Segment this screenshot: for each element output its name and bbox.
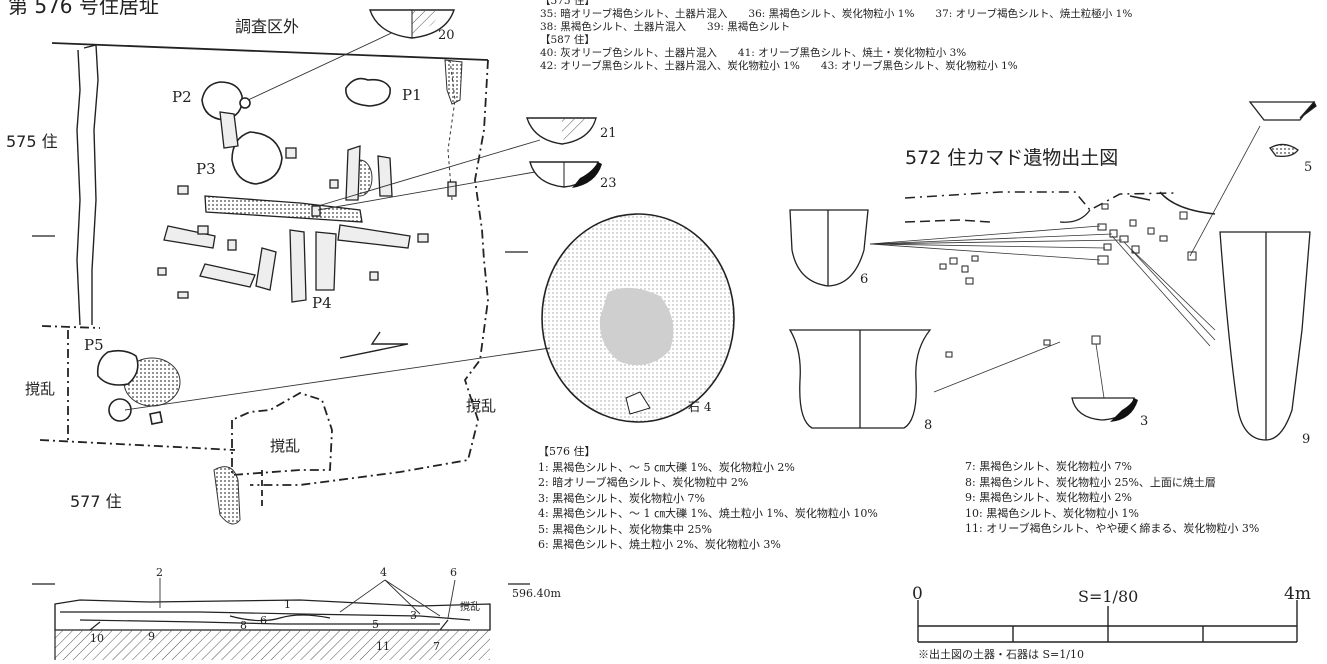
burnt-soil-patch: [444, 59, 463, 105]
adjacent-dwelling-577: 577 住: [70, 492, 122, 511]
wall-west: [76, 44, 99, 326]
layer-label: 7: [433, 640, 440, 653]
kamado-title: 572 住カマド遺物出土図: [905, 147, 1119, 169]
legend-576-line: 3: 黒褐色シルト、炭化物粒小 7%: [538, 491, 705, 505]
artifact-20-spot: [239, 97, 251, 109]
wall-east-dash: [250, 59, 489, 486]
pit-label-p3: P3: [196, 160, 216, 178]
disturbed-label-right: 撹乱: [466, 397, 497, 415]
layer-label: 11: [376, 640, 390, 653]
legend-576-heading: 【576 住】: [538, 445, 596, 458]
legend-576-line: 9: 黒褐色シルト、炭化物粒小 2%: [965, 491, 1132, 504]
layer-label: 5: [372, 618, 379, 631]
pit-p5: [96, 349, 139, 386]
notes-587-line: 40: 灰オリーブ色シルト、土器片混入 41: オリーブ黒色シルト、焼土・炭化物…: [540, 47, 967, 59]
legend-576-line: 7: 黒褐色シルト、炭化物粒小 7%: [965, 460, 1132, 473]
layer-label: 2: [156, 566, 163, 579]
pit-p3: [231, 131, 283, 185]
artifact-label-5: 5: [1304, 160, 1313, 175]
legend-576-line: 1: 黒褐色シルト、～ 5 ㎝大礫 1%、炭化物粒小 2%: [538, 460, 795, 474]
layer-label: 10: [90, 632, 104, 645]
pit-label-p4: P4: [312, 294, 332, 312]
legend-576-line: 2: 暗オリーブ褐色シルト、炭化物粒中 2%: [538, 476, 749, 489]
adjacent-dwelling-575: 575 住: [6, 132, 58, 151]
dwelling-plan: [39, 42, 489, 510]
legend-576-line: 10: 黒褐色シルト、炭化物粒小 1%: [965, 506, 1139, 520]
pit-p1: [345, 77, 391, 107]
survey-boundary-line: [51, 42, 489, 61]
artifact-9: [1219, 231, 1311, 441]
notes-587-line: 42: オリーブ黒色シルト、土器片混入、炭化物粒小 1% 43: オリーブ黒色シ…: [540, 60, 1018, 72]
section-disturbed-label: 撹乱: [460, 602, 480, 613]
legend-576: 【576 住】 1: 黒褐色シルト、～ 5 ㎝大礫 1%、炭化物粒小 2% 2:…: [538, 444, 878, 553]
disturbed-boundary-1: [39, 330, 236, 451]
artifact-label-21: 21: [600, 126, 617, 141]
artifact-5: [1269, 143, 1299, 158]
notes-575-line: 38: 黒褐色シルト、土器片混入 39: 黒褐色シルト: [540, 21, 791, 33]
artifact-6: [789, 209, 869, 287]
disturbed-label-left: 撹乱: [25, 380, 56, 398]
legend-576-right: 7: 黒褐色シルト、炭化物粒小 7% 8: 黒褐色シルト、炭化物粒小 25%、上…: [965, 459, 1259, 537]
legend-576-line: 5: 黒褐色シルト、炭化物集中 25%: [538, 522, 712, 536]
layer-label: 1: [284, 598, 291, 611]
layer-label: 6: [450, 566, 457, 579]
burnt-soil-patch-south: [213, 466, 241, 525]
artifact-label-3: 3: [1140, 414, 1149, 429]
notes-575-heading: 【575 住】: [540, 0, 595, 7]
scale-bar: [917, 600, 1298, 643]
pit-label-p2: P2: [172, 88, 192, 106]
artifact-label-8: 8: [924, 418, 933, 433]
legend-576-line: 4: 黒褐色シルト、～ 1 ㎝大礫 1%、焼土粒小 1%、炭化物粒小 10%: [538, 507, 878, 520]
stone-4-spot: [108, 398, 132, 422]
kamado-sherds: [939, 203, 1197, 358]
layer-label: 4: [380, 566, 387, 579]
legend-576-line: 6: 黒褐色シルト、焼土粒小 2%、炭化物粒小 3%: [538, 538, 781, 551]
artifact-label-20: 20: [438, 28, 455, 43]
layer-label: 8: [240, 619, 247, 632]
disturbed-area-center: [231, 392, 333, 476]
notes-575-line: 35: 暗オリーブ褐色シルト、土器片混入 36: 黒褐色シルト、炭化物粒小 1%…: [540, 8, 1133, 20]
pit-label-p1: P1: [402, 86, 422, 104]
charred-materials: [157, 111, 457, 303]
stone-4-label: 石 4: [688, 400, 712, 414]
scale-ratio: S=1/80: [1078, 587, 1139, 606]
layer-label: 3: [410, 609, 417, 622]
legend-576-line: 11: オリーブ褐色シルト、やや硬く締まる、炭化物粒小 3%: [965, 522, 1260, 535]
pit-label-p5: P5: [84, 336, 104, 354]
stone-4-wear-area: [599, 287, 674, 366]
elevation-label: 596.40m: [512, 587, 561, 600]
artifact-label-9: 9: [1302, 432, 1311, 447]
notes-575: 【575 住】 35: 暗オリーブ褐色シルト、土器片混入 36: 黒褐色シルト、…: [540, 0, 1132, 73]
section-profile: [54, 599, 491, 660]
page-title: 第 576 号住居址: [8, 0, 159, 18]
layer-label: 6: [260, 614, 267, 627]
legend-576-line: 8: 黒褐色シルト、炭化物粒小 25%、上面に焼土層: [965, 475, 1216, 489]
disturbed-label-center: 撹乱: [270, 437, 301, 455]
artifact-label-23: 23: [600, 176, 617, 191]
artifact-label-6: 6: [860, 272, 869, 287]
scale-start: 0: [912, 584, 923, 604]
layer-label: 9: [148, 630, 155, 643]
wall-sw-dash: [41, 325, 101, 329]
outside-survey-label: 調査区外: [235, 17, 300, 36]
notes-587-heading: 【587 住】: [540, 34, 595, 46]
scale-end: 4m: [1284, 584, 1311, 604]
north-arrow: [339, 331, 409, 359]
kamado-plan: [904, 191, 1216, 223]
artifact-5-rim: [1248, 101, 1316, 121]
scale-note: ※出土図の土器・石器は S=1/10: [918, 648, 1084, 661]
